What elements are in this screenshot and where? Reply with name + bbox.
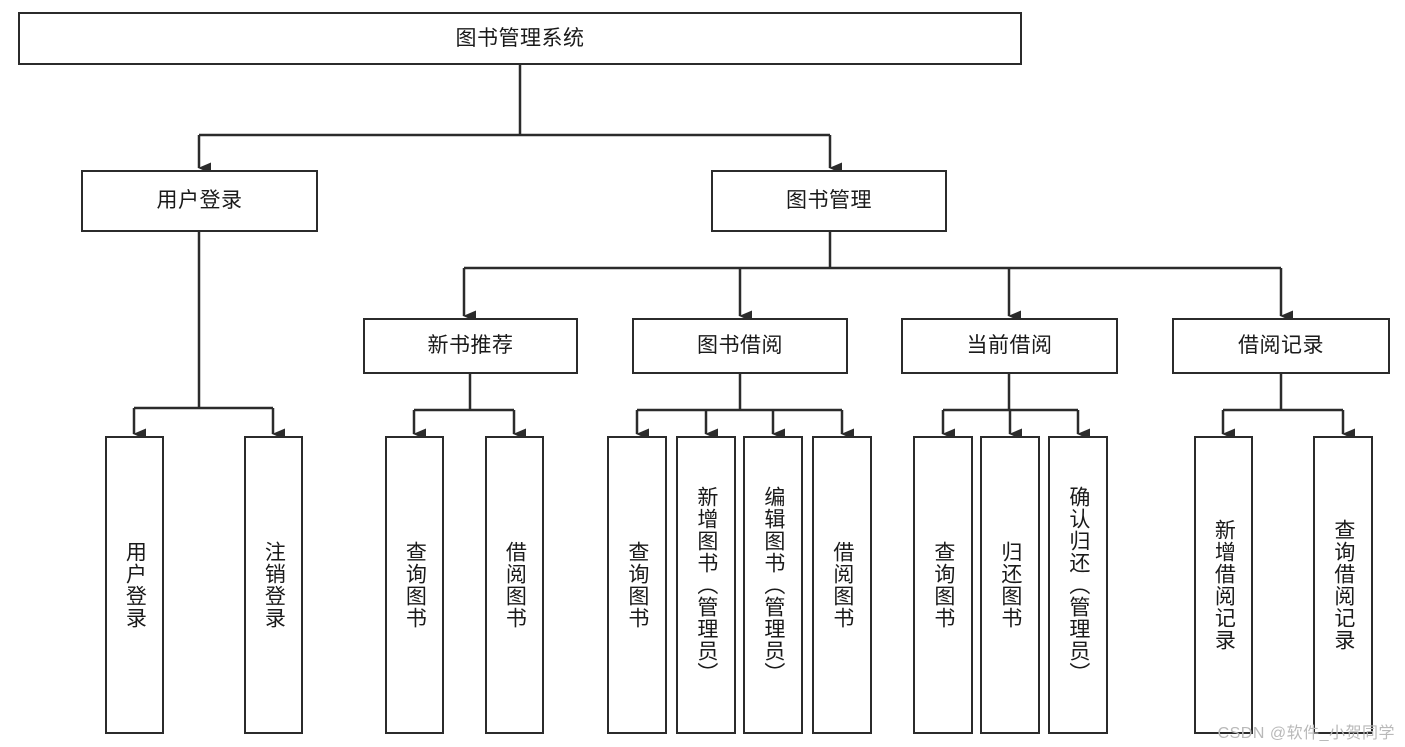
- node-borrow-record-label: 借阅记录: [1238, 334, 1324, 358]
- node-root-system-label: 图书管理系统: [455, 26, 585, 50]
- node-leaf-user-login-label: 用户登录: [123, 541, 147, 629]
- node-book-borrow[interactable]: 图书借阅: [632, 318, 848, 374]
- node-leaf-query-book-rec-label: 查询图书: [403, 541, 427, 629]
- node-current-borrow[interactable]: 当前借阅: [901, 318, 1118, 374]
- node-leaf-query-book-borrow-label: 查询图书: [625, 541, 649, 629]
- node-leaf-user-logout[interactable]: 注销登录: [244, 436, 303, 734]
- node-leaf-add-book[interactable]: 新增图书（管理员）: [676, 436, 736, 734]
- node-book-manage[interactable]: 图书管理: [711, 170, 947, 232]
- node-leaf-edit-book[interactable]: 编辑图书（管理员）: [743, 436, 803, 734]
- node-leaf-borrow-book[interactable]: 借阅图书: [812, 436, 872, 734]
- node-root-system[interactable]: 图书管理系统: [18, 12, 1022, 65]
- node-leaf-add-book-label: 新增图书（管理员）: [694, 486, 718, 684]
- node-leaf-user-login[interactable]: 用户登录: [105, 436, 164, 734]
- node-leaf-borrow-book-label: 借阅图书: [830, 541, 854, 629]
- node-new-book-rec[interactable]: 新书推荐: [363, 318, 578, 374]
- node-leaf-return-book-label: 归还图书: [998, 541, 1022, 629]
- node-leaf-confirm-return-label: 确认归还（管理员）: [1066, 486, 1090, 684]
- node-current-borrow-label: 当前借阅: [966, 334, 1053, 358]
- node-leaf-query-book-rec[interactable]: 查询图书: [385, 436, 444, 734]
- node-leaf-user-logout-label: 注销登录: [262, 541, 286, 629]
- node-leaf-borrow-book-rec-label: 借阅图书: [503, 541, 527, 629]
- node-leaf-query-record[interactable]: 查询借阅记录: [1313, 436, 1373, 734]
- csdn-watermark: CSDN @软件_小贺同学: [1217, 725, 1395, 742]
- node-leaf-borrow-book-rec[interactable]: 借阅图书: [485, 436, 544, 734]
- node-borrow-record[interactable]: 借阅记录: [1172, 318, 1390, 374]
- node-book-manage-label: 图书管理: [786, 189, 872, 213]
- node-leaf-add-record-label: 新增借阅记录: [1212, 519, 1236, 651]
- node-leaf-confirm-return[interactable]: 确认归还（管理员）: [1048, 436, 1108, 734]
- node-leaf-return-book[interactable]: 归还图书: [980, 436, 1040, 734]
- node-user-login[interactable]: 用户登录: [81, 170, 318, 232]
- node-leaf-query-book-cur[interactable]: 查询图书: [913, 436, 973, 734]
- node-user-login-label: 用户登录: [156, 189, 243, 213]
- node-leaf-query-book-borrow[interactable]: 查询图书: [607, 436, 667, 734]
- node-leaf-query-book-cur-label: 查询图书: [931, 541, 955, 629]
- node-book-borrow-label: 图书借阅: [697, 334, 783, 358]
- node-leaf-edit-book-label: 编辑图书（管理员）: [761, 486, 785, 684]
- node-new-book-rec-label: 新书推荐: [427, 334, 514, 358]
- node-leaf-query-record-label: 查询借阅记录: [1331, 519, 1355, 651]
- node-leaf-add-record[interactable]: 新增借阅记录: [1194, 436, 1253, 734]
